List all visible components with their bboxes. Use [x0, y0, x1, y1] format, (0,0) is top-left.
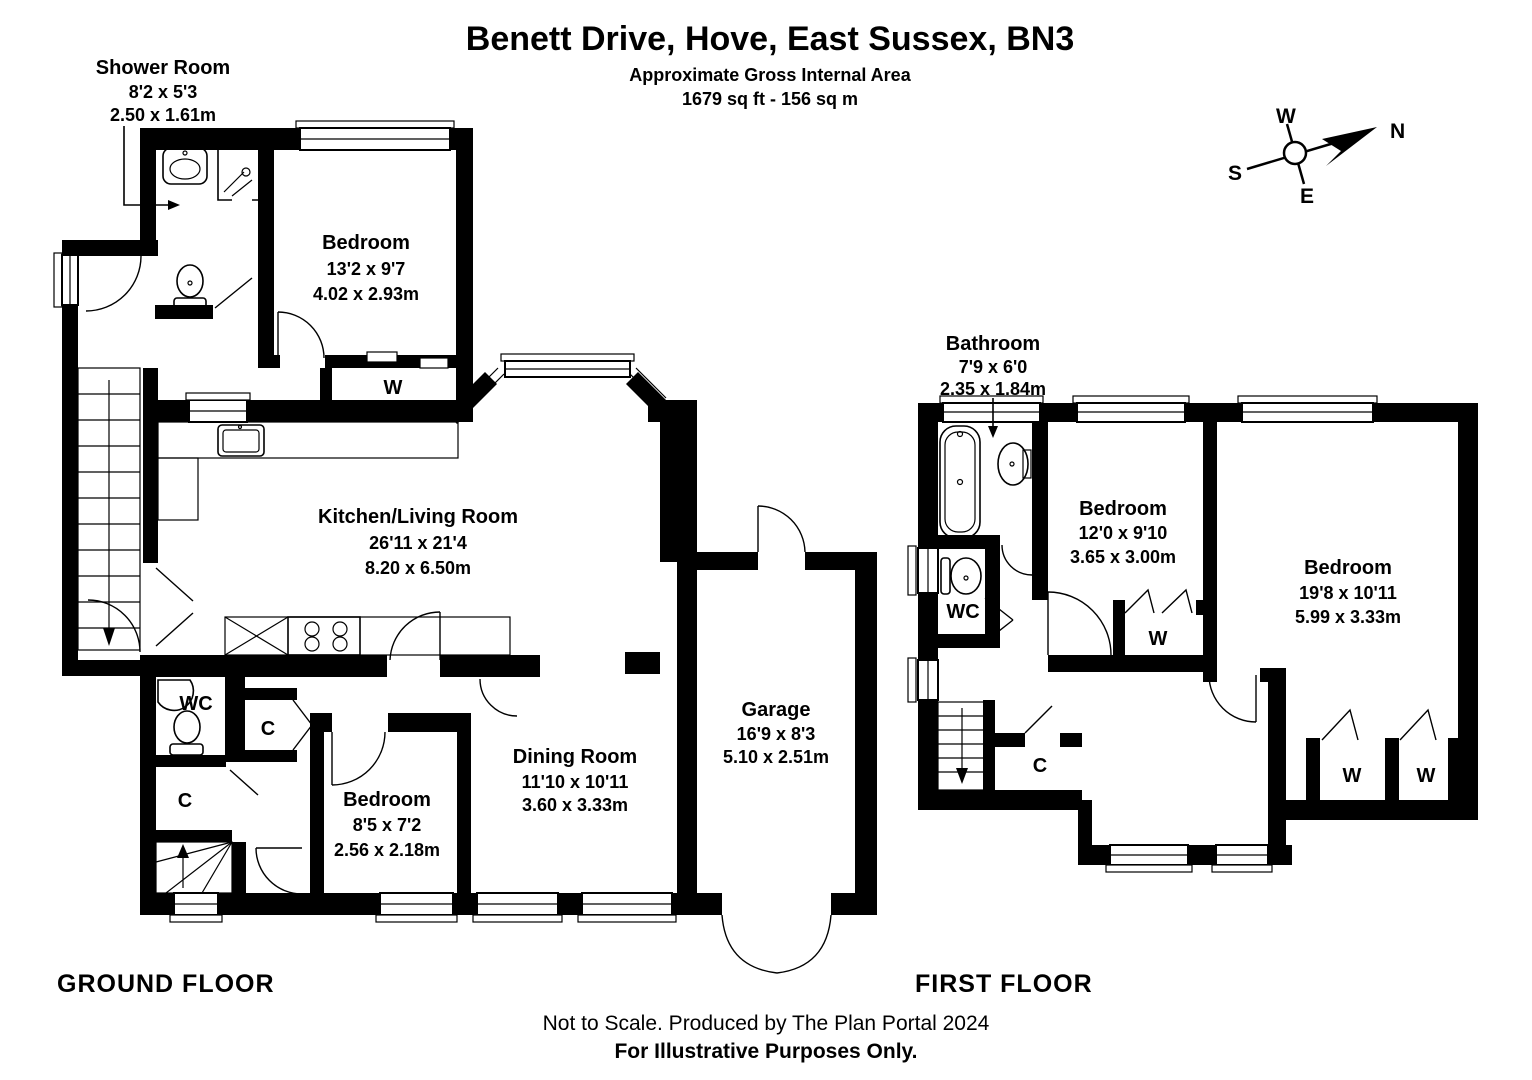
- svg-text:4.02 x 2.93m: 4.02 x 2.93m: [313, 284, 419, 304]
- svg-text:Garage: Garage: [742, 699, 811, 721]
- bathroom-sink-icon: [997, 442, 1032, 486]
- footer: Not to Scale. Produced by The Plan Porta…: [543, 1012, 990, 1063]
- ground-floor-labels: Shower Room 8'2 x 5'3 2.50 x 1.61m Bedro…: [96, 57, 829, 860]
- svg-text:Dining Room: Dining Room: [513, 746, 637, 768]
- hob-icon: [287, 616, 361, 656]
- compass-circle-icon: [1282, 140, 1308, 166]
- entrance-stairs: [155, 841, 233, 894]
- svg-text:8'5 x 7'2: 8'5 x 7'2: [353, 815, 422, 835]
- page-area: 1679 sq ft - 156 sq m: [682, 89, 858, 109]
- wardrobe-label: W: [1343, 765, 1362, 787]
- first-floor-windows: [907, 395, 1378, 873]
- page-title: Benett Drive, Hove, East Sussex, BN3: [466, 20, 1074, 58]
- main-staircase: [77, 367, 141, 651]
- bathroom-leader: [988, 398, 998, 438]
- svg-text:Shower Room: Shower Room: [96, 57, 230, 79]
- ground-floor-title: GROUND FLOOR: [57, 970, 275, 998]
- svg-text:2.35 x 1.84m: 2.35 x 1.84m: [940, 379, 1046, 399]
- svg-text:8'2 x 5'3: 8'2 x 5'3: [129, 82, 198, 102]
- footer-line1: Not to Scale. Produced by The Plan Porta…: [543, 1012, 990, 1035]
- svg-text:Bedroom: Bedroom: [1304, 557, 1392, 579]
- cupboard-label: C: [261, 718, 275, 740]
- wardrobe-label: W: [1149, 628, 1168, 650]
- svg-text:7'9 x 6'0: 7'9 x 6'0: [959, 357, 1028, 377]
- title-block: Benett Drive, Hove, East Sussex, BN3 App…: [466, 20, 1074, 109]
- sink-icon: [162, 147, 208, 185]
- toilet-icon: [173, 264, 207, 310]
- wc-label: WC: [179, 693, 212, 715]
- svg-text:Bedroom: Bedroom: [343, 789, 431, 811]
- first-floor-fixtures: [937, 425, 1032, 791]
- first-floor-labels: Bathroom 7'9 x 6'0 2.35 x 1.84m Bedroom …: [940, 333, 1436, 787]
- ground-floor-plan: Shower Room 8'2 x 5'3 2.50 x 1.61m Bedro…: [53, 57, 877, 998]
- room-label-ff-bedroom2: Bedroom 19'8 x 10'11 5.99 x 3.33m: [1295, 557, 1401, 627]
- compass-rose: N S W E: [1228, 105, 1405, 208]
- first-floor-walls: [918, 403, 1478, 865]
- svg-text:16'9 x 8'3: 16'9 x 8'3: [737, 724, 816, 744]
- svg-text:5.99 x 3.33m: 5.99 x 3.33m: [1295, 607, 1401, 627]
- svg-text:5.10 x 2.51m: 5.10 x 2.51m: [723, 747, 829, 767]
- svg-text:Bathroom: Bathroom: [946, 333, 1040, 355]
- svg-text:3.65 x 3.00m: 3.65 x 3.00m: [1070, 547, 1176, 567]
- svg-text:2.56 x 2.18m: 2.56 x 2.18m: [334, 840, 440, 860]
- shower-room-leader: [123, 126, 180, 210]
- footer-line2: For Illustrative Purposes Only.: [614, 1040, 917, 1063]
- svg-text:3.60 x 3.33m: 3.60 x 3.33m: [522, 795, 628, 815]
- svg-text:19'8 x 10'11: 19'8 x 10'11: [1299, 583, 1397, 603]
- page-subtitle: Approximate Gross Internal Area: [629, 65, 911, 85]
- ground-floor-doors: [85, 255, 832, 974]
- compass-north-arrow-icon: [1322, 127, 1377, 166]
- room-label-kitchen-living: Kitchen/Living Room 26'11 x 21'4 8.20 x …: [318, 506, 518, 578]
- compass-s: S: [1228, 162, 1242, 185]
- svg-text:12'0 x 9'10: 12'0 x 9'10: [1079, 523, 1168, 543]
- svg-text:11'10 x 10'11: 11'10 x 10'11: [522, 772, 629, 792]
- room-label-dining: Dining Room 11'10 x 10'11 3.60 x 3.33m: [513, 746, 637, 815]
- room-label-bathroom: Bathroom 7'9 x 6'0 2.35 x 1.84m: [940, 333, 1046, 399]
- first-floor-plan: Bathroom 7'9 x 6'0 2.35 x 1.84m Bedroom …: [907, 333, 1478, 998]
- compass-w: W: [1276, 105, 1296, 128]
- room-label-ff-bedroom1: Bedroom 12'0 x 9'10 3.65 x 3.00m: [1070, 498, 1176, 567]
- svg-text:26'11 x 21'4: 26'11 x 21'4: [369, 533, 467, 553]
- first-floor-staircase: [937, 701, 986, 791]
- room-label-bedroom2: Bedroom 8'5 x 7'2 2.56 x 2.18m: [334, 789, 440, 860]
- svg-text:13'2 x 9'7: 13'2 x 9'7: [327, 259, 406, 279]
- first-floor-toilet-icon: [940, 557, 982, 595]
- svg-text:2.50 x 1.61m: 2.50 x 1.61m: [110, 105, 216, 125]
- wc-toilet-icon: [169, 710, 204, 756]
- room-label-bedroom1: Bedroom 13'2 x 9'7 4.02 x 2.93m: [313, 232, 419, 304]
- bathtub-icon: [939, 425, 981, 539]
- svg-text:Bedroom: Bedroom: [1079, 498, 1167, 520]
- svg-text:Kitchen/Living Room: Kitchen/Living Room: [318, 506, 518, 528]
- ground-floor-fixtures: [77, 147, 511, 894]
- wardrobe-label: W: [1417, 765, 1436, 787]
- wardrobe-label: W: [384, 377, 403, 399]
- kitchen-sink-icon: [217, 424, 265, 457]
- room-label-garage: Garage 16'9 x 8'3 5.10 x 2.51m: [723, 699, 829, 767]
- wc-sink-icon: [157, 679, 195, 712]
- cupboard-label: C: [1033, 755, 1047, 777]
- cupboard-label: C: [178, 790, 192, 812]
- compass-e: E: [1300, 185, 1314, 208]
- room-label-shower: Shower Room 8'2 x 5'3 2.50 x 1.61m: [96, 57, 230, 125]
- ground-floor-windows: [53, 120, 677, 923]
- svg-text:Bedroom: Bedroom: [322, 232, 410, 254]
- compass-n: N: [1390, 120, 1405, 143]
- first-floor-title: FIRST FLOOR: [915, 970, 1093, 998]
- first-floor-doors: [984, 544, 1437, 741]
- wc-label: WC: [946, 601, 979, 623]
- svg-text:8.20 x 6.50m: 8.20 x 6.50m: [365, 558, 471, 578]
- shower-icon: [217, 147, 267, 201]
